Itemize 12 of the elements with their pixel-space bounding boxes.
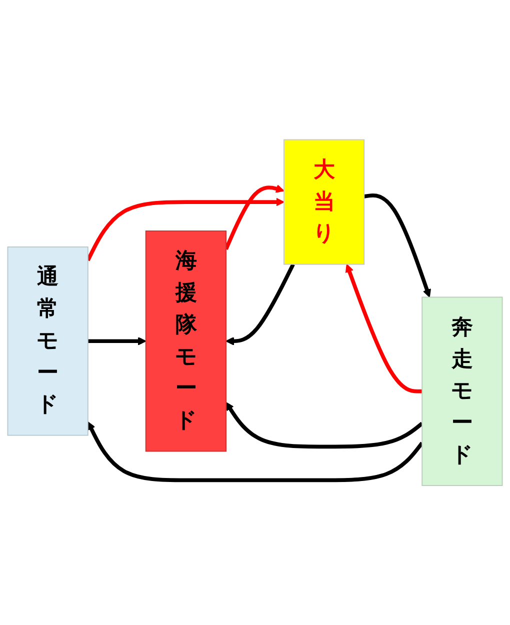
node-box: 奔走モード — [422, 296, 503, 486]
arrow — [345, 264, 422, 394]
arrow — [224, 184, 284, 250]
arrow — [226, 402, 424, 448]
arrow — [364, 193, 431, 298]
arrow — [88, 336, 146, 346]
arrow — [86, 198, 284, 262]
arrow — [87, 421, 424, 482]
node-box: 大当り — [284, 139, 365, 265]
node-box: 海援隊モード — [145, 230, 226, 452]
node-box: 通常モード — [7, 246, 88, 436]
arrow — [226, 263, 295, 346]
